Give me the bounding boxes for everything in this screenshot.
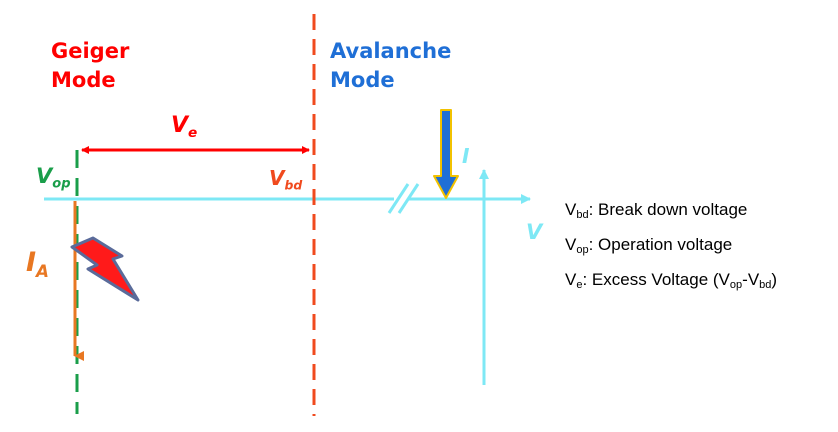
ve-label-main: V	[171, 113, 189, 138]
legend-row-ve: Ve: Excess Voltage (Vop-Vbd)	[565, 265, 777, 300]
legend-ve-close: )	[771, 270, 778, 289]
legend-ve-dash: -	[742, 270, 748, 289]
geiger-mode-label: Geiger Mode	[51, 37, 129, 95]
legend-ve-b-main: V	[747, 270, 760, 289]
vbd-label-main: V	[269, 166, 285, 190]
ia-label: IA	[26, 249, 49, 280]
legend-row-vbd: Vbd: Break down voltage	[565, 195, 777, 230]
vbd-label: Vbd	[269, 168, 302, 192]
avalanche-mode-label: Avalanche Mode	[330, 37, 451, 95]
vbd-label-sub: bd	[284, 177, 303, 193]
ia-label-sub: A	[36, 260, 49, 281]
vop-label-sub: op	[52, 176, 71, 192]
ve-label: Ve	[171, 115, 197, 140]
legend-ve-a-main: V	[718, 270, 730, 289]
axis-break-icon	[387, 183, 420, 214]
legend-ve-text: : Excess Voltage (	[582, 270, 719, 289]
legend-vbd-sub: bd	[576, 209, 589, 221]
legend-vop-main: V	[565, 235, 577, 254]
legend-row-vop: Vop: Operation voltage	[565, 230, 777, 265]
vop-label: Vop	[36, 166, 71, 191]
legend-ve-a-sub: op	[729, 279, 743, 291]
down-arrow-icon	[433, 109, 459, 199]
geiger-mode-line1: Geiger	[51, 39, 130, 63]
vop-label-main: V	[36, 164, 53, 188]
geiger-mode-line2: Mode	[51, 68, 116, 92]
ve-label-sub: e	[188, 124, 198, 141]
lightning-bolt-icon	[70, 236, 140, 302]
ia-label-main: I	[26, 247, 37, 278]
legend-vop-sub: op	[576, 244, 589, 256]
legend-ve-sub: e	[576, 279, 583, 291]
i-axis-label: I	[462, 144, 470, 168]
legend: Vbd: Break down voltage Vop: Operation v…	[565, 195, 777, 300]
legend-vop-text: : Operation voltage	[588, 235, 733, 254]
legend-vbd-text: : Break down voltage	[588, 200, 748, 219]
v-axis-label: V	[526, 220, 543, 244]
avalanche-mode-line1: Avalanche	[330, 39, 452, 63]
legend-ve-main: V	[565, 270, 577, 289]
legend-ve-b-sub: bd	[759, 279, 772, 291]
legend-vbd-main: V	[565, 200, 577, 219]
avalanche-mode-line2: Mode	[330, 68, 395, 92]
